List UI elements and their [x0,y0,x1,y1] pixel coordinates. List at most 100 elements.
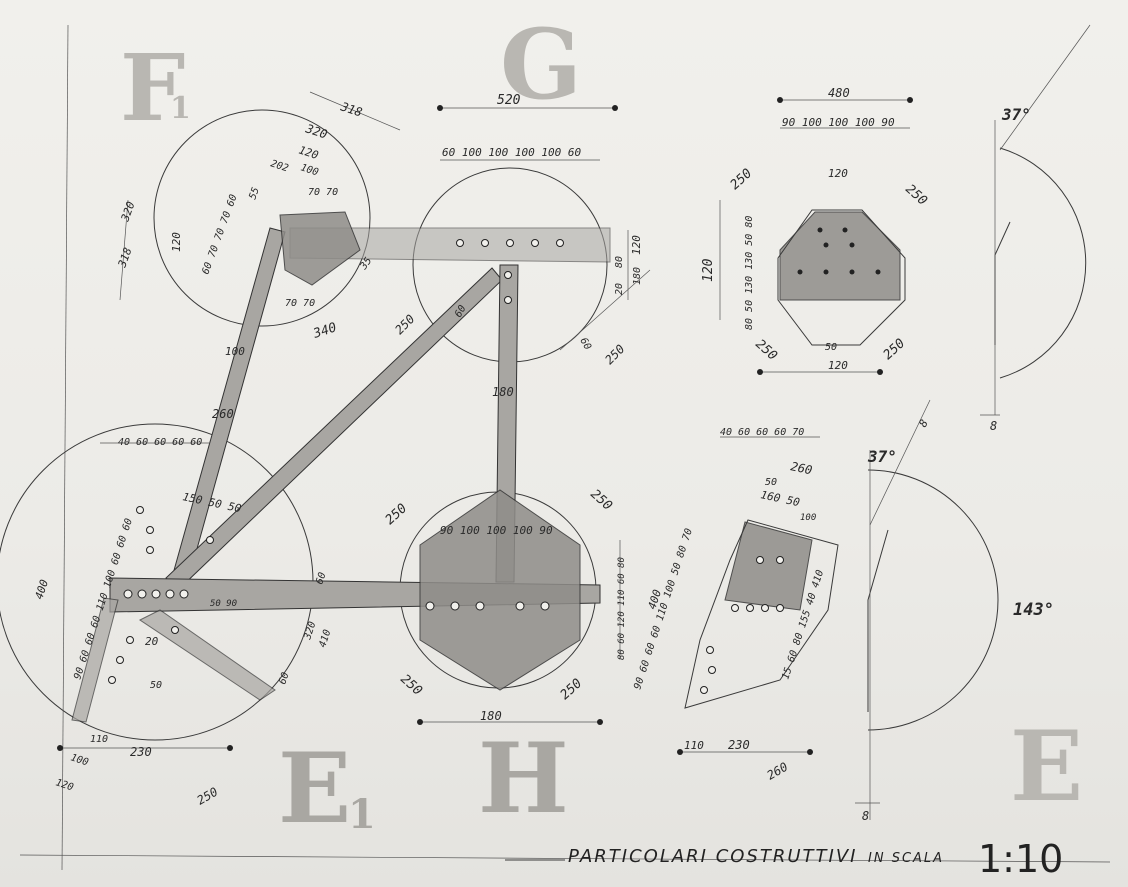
dim-e-160-50: 160 50 [759,488,801,509]
dim-e1-60b: 60 [277,671,291,686]
gusset-e-outline [684,519,839,709]
dim-f1-side: 60 70 70 70 60 [200,193,239,276]
dim-e-8b: 8 [862,809,869,823]
dim-g-60b: 60 [577,336,593,352]
dim-e1-250: 250 [195,785,221,808]
dim-e1-50: 50 [150,680,162,691]
dim-e1-120: 120 [54,777,75,793]
dim-oct-120-bot: 120 [828,359,848,372]
dim-e1-410: 410 [317,628,333,649]
dim-f1-320v: 320 [118,200,137,224]
label-e: E [1010,710,1083,823]
dim-oct-left: 80 50 130 130 50 80 [744,216,755,330]
dim-e-230: 230 [728,738,750,752]
dim-f1-320: 320 [303,121,329,141]
dim-oct-250-tl: 250 [728,166,756,193]
plate-e [724,521,813,611]
title-in-scala: IN SCALA [868,851,944,866]
label-e1: E [278,732,351,845]
label-h: H [478,722,569,835]
dim-e-100: 100 [800,513,816,523]
angle-top-right: 37° [1001,105,1031,124]
label-g: G [500,8,582,121]
dim-g-spacing: 60 100 100 100 100 60 [442,146,581,159]
plate-f1 [279,211,361,286]
label-f1-sub: 1 [170,91,191,126]
holes-e1 [108,506,214,684]
arc-top-right [999,147,1087,379]
dim-f1-318v: 318 [115,246,134,270]
dim-e-8a: 8 [916,417,931,430]
dim-g-60: 60 [453,304,469,320]
dim-g-120: 120 [630,235,643,255]
dim-e1-110: 110 [90,734,108,745]
post-top-right [994,221,1011,345]
bottom-margin-line [19,854,1111,863]
dim-e1-100: 100 [69,752,90,768]
dim-h-250-bl: 250 [397,672,425,699]
dim-oct-50: 50 [825,342,837,353]
dim-diag-100: 100 [225,345,245,358]
holes-e [700,556,784,694]
axis-line-37 [999,24,1091,151]
octagon-outline [777,209,906,346]
dim-e1-top: 40 60 60 60 60 [118,437,202,448]
dim-f1-318: 318 [338,99,364,119]
dimension-dots [57,97,913,755]
angle-middle: 37° [867,447,897,466]
dim-f1-70-70: 70 70 [308,187,338,198]
dim-g-width: 520 [497,93,521,108]
dim-f1-70-70b: 70 70 [285,298,315,309]
dim-e1-60: 60 [314,571,328,586]
dim-f1-100: 100 [299,162,320,178]
holes-horizontal [123,589,550,611]
dim-diag-180: 180 [492,385,514,399]
dim-oct-spacing: 90 100 100 100 90 [782,116,895,129]
dim-e1-400: 400 [32,578,51,601]
dim-e-400: 400 [645,588,664,611]
plate-h [419,489,581,691]
dim-e-top: 40 60 60 60 70 [720,427,804,438]
label-f1: F [120,34,185,142]
dim-f1-left-120: 120 [170,232,183,252]
title-text: PARTICOLARI COSTRUTTIVI [568,846,857,867]
dim-g-80: 80 [614,256,625,268]
dim-e-side: 90 60 60 60 110 100 50 80 70 [632,527,695,691]
dim-e1-20: 20 [145,635,159,648]
dim-h-180: 180 [480,709,502,723]
axis-line-e [869,399,931,526]
dim-diag-260: 260 [212,407,234,421]
plate-octagon [779,211,901,301]
dim-h-250-tl: 250 [383,501,411,528]
dim-e1-230: 230 [130,745,152,759]
dim-h-spacing: 90 100 100 100 90 [440,524,553,537]
dim-oct-120-top: 120 [828,167,848,180]
dim-oct-250-br: 250 [881,336,909,363]
dim-e-50: 50 [765,477,777,488]
dim-g-250: 250 [392,312,417,337]
circle-f1 [153,109,371,327]
dim-oct-120-left: 120 [701,258,716,282]
dim-f1-55: 55 [247,186,261,201]
title-scale: 1:10 [978,837,1063,881]
dim-g-180: 180 [632,267,643,285]
margin-line [61,24,69,871]
dim-e1-320: 320 [302,620,318,642]
holes-g [456,239,564,304]
dim-h-250-br: 250 [558,676,586,703]
dimension-lines [60,91,1000,820]
dim-g-250b: 250 [602,342,627,367]
label-e1-sub: 1 [348,791,376,838]
holes-octagon [797,227,881,275]
dim-e-110: 110 [684,739,704,752]
dim-f1-340: 340 [311,320,339,342]
dim-f1-120: 120 [297,143,320,162]
dim-oct-250-tr: 250 [902,182,930,209]
dim-e-260b: 260 [765,760,791,783]
dim-f1-202: 202 [269,158,290,174]
dim-oct-8: 8 [990,419,997,433]
dim-h-250-tr: 250 [587,487,615,514]
dim-oct-250-bl: 250 [752,337,780,364]
